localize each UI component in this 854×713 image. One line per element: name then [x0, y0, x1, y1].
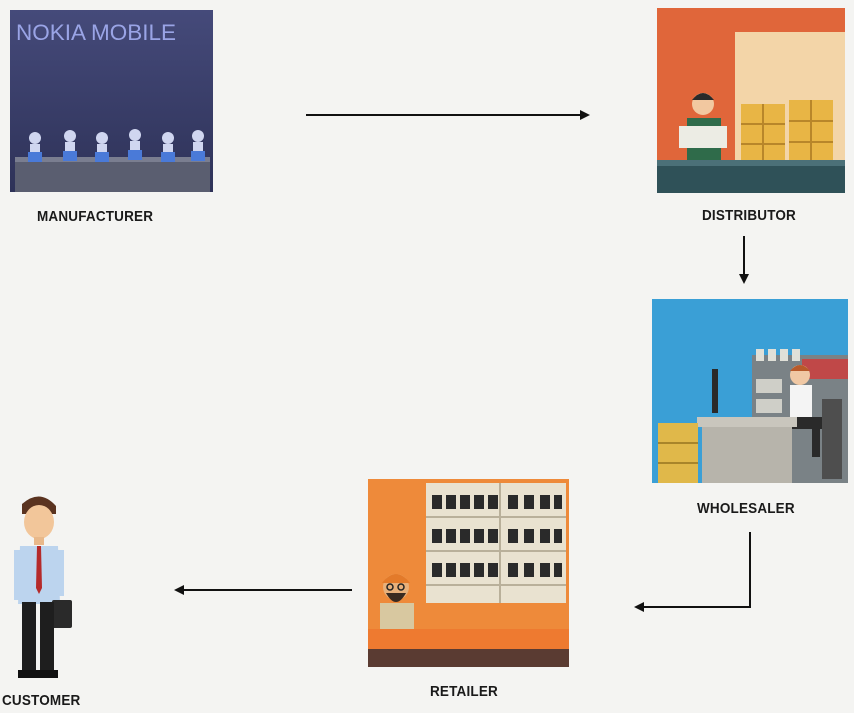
wholesaler-illustration — [652, 299, 848, 483]
retailer-person-icon — [380, 574, 414, 629]
distributor-label: DISTRIBUTOR — [702, 207, 796, 224]
boxes-icon — [741, 100, 833, 164]
briefcase-icon — [52, 600, 72, 628]
stacked-boxes-icon — [658, 423, 698, 483]
manufacturer-sign-text: NOKIA MOBILE — [16, 20, 176, 45]
customer-illustration — [6, 492, 76, 682]
monitor-icon — [712, 369, 718, 413]
customer-person-icon — [14, 496, 72, 678]
retailer-illustration — [368, 479, 569, 667]
distributor-illustration — [657, 8, 845, 193]
customer-label: CUSTOMER — [2, 692, 81, 709]
wholesaler-label: WHOLESALER — [697, 500, 795, 517]
workers-icon — [15, 129, 210, 192]
phone-shelves-icon — [432, 495, 562, 577]
retailer-label: RETAILER — [430, 683, 498, 700]
manufacturer-illustration: NOKIA MOBILE — [10, 10, 213, 192]
manufacturer-label: MANUFACTURER — [37, 208, 154, 225]
arrow-wholesaler-to-retailer — [634, 532, 751, 612]
distributor-person-icon — [679, 93, 727, 162]
